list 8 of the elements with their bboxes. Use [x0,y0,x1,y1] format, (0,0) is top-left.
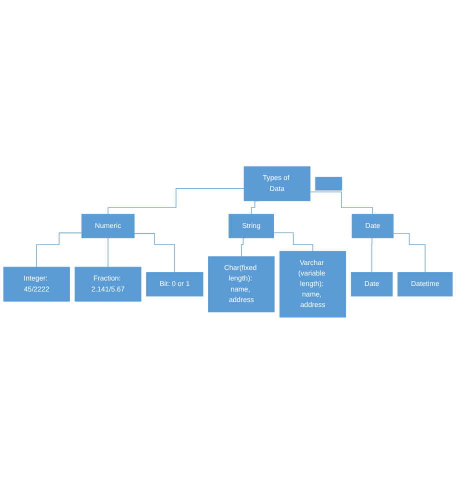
node-box [315,176,342,191]
connector [273,232,314,252]
connector [241,238,246,257]
connector [134,233,176,273]
connector [36,232,82,268]
connector [310,192,374,215]
connector [393,233,426,273]
connector [108,188,244,215]
